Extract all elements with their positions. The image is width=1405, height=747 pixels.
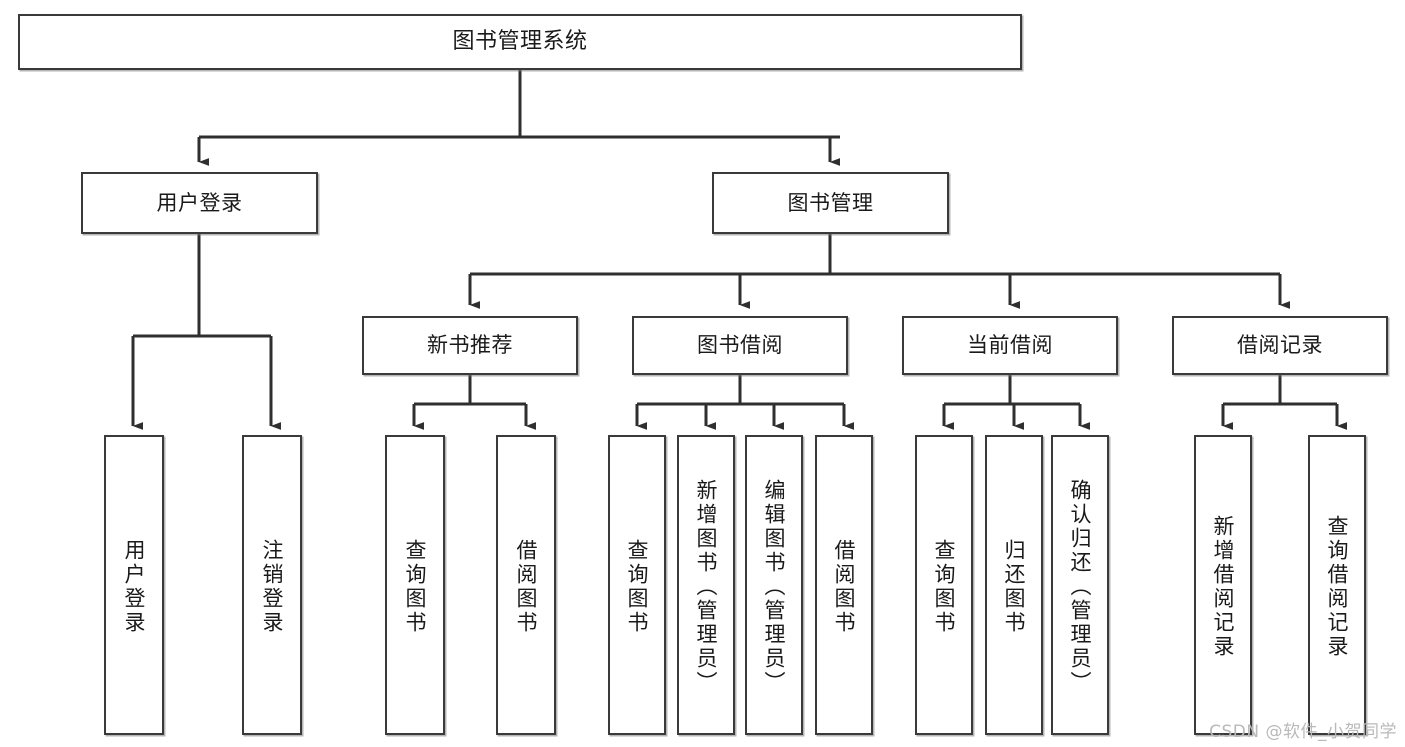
node-label: 用户登录: [122, 539, 147, 635]
node-label: 借阅记录: [1237, 333, 1323, 358]
node-user-login[interactable]: 用户登录: [81, 172, 318, 234]
node-label: 查询借阅记录: [1325, 515, 1350, 659]
node-leaf-query-book-current[interactable]: 查询图书: [915, 435, 973, 735]
csdn-watermark: CSDN @软件_小贺同学: [1209, 722, 1397, 742]
node-label: 图书管理系统: [452, 29, 588, 55]
node-label: 新书推荐: [427, 333, 513, 358]
node-leaf-query-book-borrow[interactable]: 查询图书: [608, 435, 666, 735]
node-root-system[interactable]: 图书管理系统: [18, 14, 1022, 70]
node-leaf-add-book[interactable]: 新增图书（管理员）: [677, 435, 735, 735]
node-label: 新增借阅记录: [1211, 515, 1236, 659]
node-label: 查询图书: [403, 539, 428, 635]
node-label: 查询图书: [932, 539, 957, 635]
node-label: 借阅图书: [514, 539, 539, 635]
node-leaf-borrow-book[interactable]: 借阅图书: [815, 435, 873, 735]
node-label: 查询图书: [625, 539, 650, 635]
node-label: 注销登录: [260, 539, 285, 635]
node-label: 图书借阅: [697, 333, 783, 358]
node-borrow-record[interactable]: 借阅记录: [1172, 316, 1388, 375]
node-book-manage[interactable]: 图书管理: [712, 172, 949, 234]
node-label: 归还图书: [1002, 539, 1027, 635]
node-label: 用户登录: [156, 190, 243, 215]
node-new-book-recommend[interactable]: 新书推荐: [362, 316, 578, 375]
node-leaf-return-book[interactable]: 归还图书: [985, 435, 1043, 735]
node-leaf-logout-login[interactable]: 注销登录: [242, 435, 302, 735]
node-leaf-query-borrow-record[interactable]: 查询借阅记录: [1308, 435, 1366, 735]
node-leaf-user-login[interactable]: 用户登录: [104, 435, 164, 735]
node-leaf-edit-book[interactable]: 编辑图书（管理员）: [745, 435, 803, 735]
node-label: 当前借阅: [967, 333, 1053, 358]
node-current-borrow[interactable]: 当前借阅: [902, 316, 1118, 375]
node-label: 确认归还（管理员）: [1068, 479, 1093, 695]
node-label: 编辑图书（管理员）: [762, 479, 787, 695]
node-leaf-confirm-return[interactable]: 确认归还（管理员）: [1051, 435, 1109, 735]
node-leaf-query-book-recommend[interactable]: 查询图书: [385, 435, 445, 735]
node-label: 借阅图书: [832, 539, 857, 635]
node-leaf-add-borrow-record[interactable]: 新增借阅记录: [1194, 435, 1252, 735]
node-leaf-borrow-book-recommend[interactable]: 借阅图书: [496, 435, 556, 735]
node-label: 新增图书（管理员）: [694, 479, 719, 695]
node-label: 图书管理: [787, 190, 874, 215]
node-book-borrow[interactable]: 图书借阅: [632, 316, 848, 375]
